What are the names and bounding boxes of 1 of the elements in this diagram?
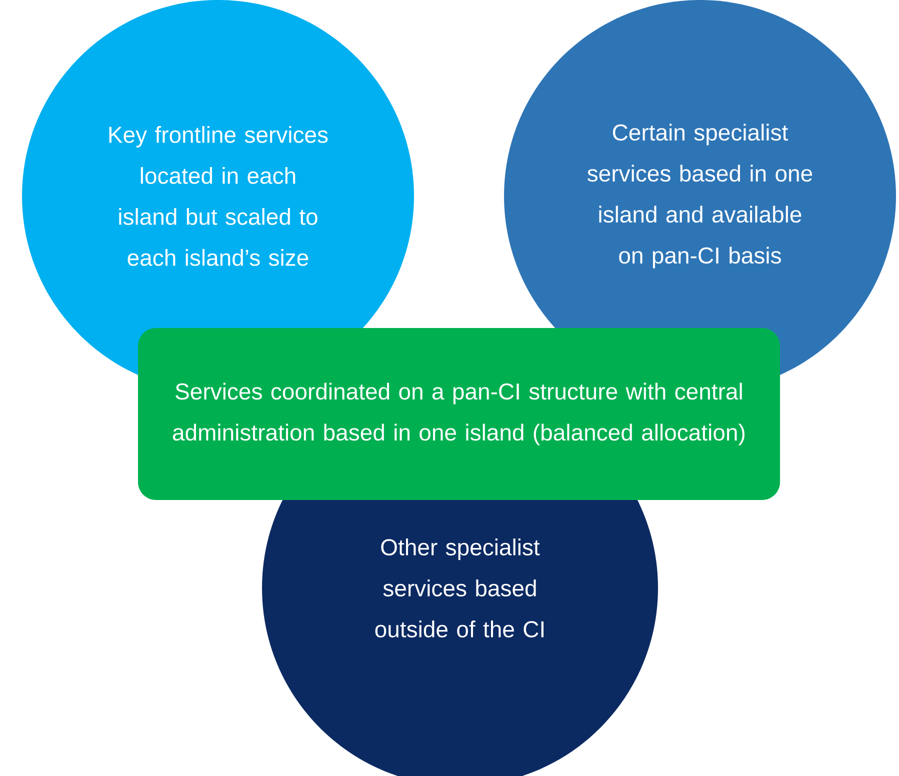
rounded-box: Services coordinated on a pan-CI structure with central administration based in one island (balanced allocation): [138, 328, 780, 500]
